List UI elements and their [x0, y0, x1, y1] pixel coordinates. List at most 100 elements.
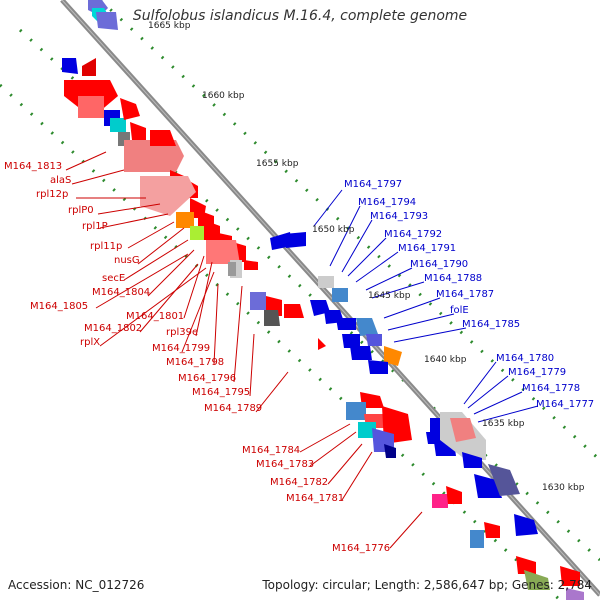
gene-feature[interactable]: [446, 486, 462, 504]
gene-feature[interactable]: [78, 96, 104, 118]
gene-feature[interactable]: [342, 334, 360, 348]
gene-feature[interactable]: [318, 276, 334, 288]
forward-gene-label[interactable]: rplX: [80, 337, 101, 348]
reverse-gene-label[interactable]: M164_1787: [436, 289, 495, 300]
scale-label: 1630 kbp: [542, 483, 585, 493]
forward-gene-label[interactable]: M164_1776: [332, 543, 391, 554]
forward-gene-label[interactable]: rplP0: [68, 205, 94, 216]
forward-gene-label[interactable]: M164_1804: [92, 287, 151, 298]
gene-feature[interactable]: [516, 556, 536, 574]
gene-feature[interactable]: [484, 522, 500, 538]
reverse-gene-label[interactable]: M164_1797: [344, 179, 403, 190]
reverse-gene-label[interactable]: M164_1791: [398, 243, 457, 254]
gene-feature[interactable]: [206, 240, 240, 264]
gene-feature[interactable]: [284, 232, 306, 248]
page-title: Sulfolobus islandicus M.16.4, complete g…: [132, 8, 468, 24]
gene-feature[interactable]: [140, 176, 196, 216]
forward-gene-label[interactable]: M164_1795: [192, 387, 251, 398]
reverse-gene-label[interactable]: M164_1794: [358, 197, 417, 208]
reverse-gene-label[interactable]: M164_1778: [522, 383, 581, 394]
gene-feature[interactable]: [62, 58, 78, 74]
gene-feature[interactable]: [120, 98, 140, 120]
forward-label-leaders: [65, 151, 423, 549]
reverse-gene-label[interactable]: M164_1779: [508, 367, 567, 378]
scale-label: 1650 kbp: [312, 225, 355, 235]
gene-feature[interactable]: [366, 334, 382, 346]
forward-gene-label[interactable]: M164_1783: [256, 459, 315, 470]
gene-feature[interactable]: [356, 318, 378, 336]
forward-gene-label[interactable]: M164_1805: [30, 301, 89, 312]
accession-text: Accession: NC_012726: [8, 578, 145, 592]
gene-feature[interactable]: [332, 288, 348, 302]
reverse-gene-label[interactable]: M164_1777: [536, 399, 595, 410]
gene-feature[interactable]: [450, 418, 476, 442]
forward-gene-label[interactable]: M164_1782: [270, 477, 329, 488]
forward-gene-label[interactable]: M164_1802: [84, 323, 143, 334]
inner-scale-dotted-line-right: [98, 0, 600, 462]
forward-gene-label[interactable]: rpl11p: [90, 241, 123, 252]
reverse-gene-label[interactable]: M164_1780: [496, 353, 555, 364]
forward-gene-label[interactable]: secE: [102, 273, 126, 284]
gene-feature[interactable]: [150, 130, 176, 146]
gene-feature[interactable]: [514, 514, 538, 536]
gene-feature[interactable]: [432, 494, 448, 508]
scale-label: 1635 kbp: [482, 419, 525, 429]
scale-label: 1665 kbp: [148, 21, 191, 31]
gene-feature[interactable]: [336, 318, 356, 330]
scale-label: 1660 kbp: [202, 91, 245, 101]
gene-feature[interactable]: [462, 452, 482, 468]
forward-gene-label[interactable]: M164_1796: [178, 373, 237, 384]
reverse-gene-label[interactable]: M164_1792: [384, 229, 443, 240]
forward-gene-label[interactable]: M164_1784: [242, 445, 301, 456]
forward-gene-label[interactable]: M164_1799: [152, 343, 211, 354]
gene-feature[interactable]: [488, 464, 520, 496]
gene-feature[interactable]: [318, 338, 326, 350]
reverse-gene-label[interactable]: M164_1788: [424, 273, 483, 284]
genome-backbone-highlight: [61, 0, 600, 596]
forward-gene-label[interactable]: M164_1798: [166, 357, 225, 368]
reverse-gene-label[interactable]: M164_1793: [370, 211, 429, 222]
reverse-gene-label[interactable]: M164_1790: [410, 259, 469, 270]
scale-label: 1645 kbp: [368, 291, 411, 301]
gene-feature[interactable]: [384, 444, 396, 458]
forward-gene-label[interactable]: M164_1789: [204, 403, 263, 414]
gene-feature[interactable]: [250, 292, 266, 310]
gene-feature[interactable]: [470, 530, 484, 548]
gene-feature[interactable]: [190, 226, 206, 240]
forward-gene-label[interactable]: M164_1813: [4, 161, 63, 172]
forward-gene-label[interactable]: M164_1801: [126, 311, 185, 322]
gene-feature[interactable]: [566, 588, 584, 600]
gene-feature[interactable]: [346, 402, 366, 420]
outer-scale-dotted-line: [18, 28, 600, 562]
gene-feature[interactable]: [130, 122, 146, 140]
gene-feature[interactable]: [110, 118, 126, 132]
gene-feature[interactable]: [358, 422, 376, 438]
forward-gene-label[interactable]: nusG: [114, 255, 140, 266]
gene-feature[interactable]: [264, 310, 280, 326]
inner-scale-dotted-line-left: [0, 83, 562, 600]
gene-feature[interactable]: [228, 262, 236, 276]
forward-gene-label[interactable]: rpl1P: [82, 221, 108, 232]
scale-label: 1640 kbp: [424, 355, 467, 365]
gene-feature[interactable]: [350, 346, 372, 360]
gene-feature[interactable]: [244, 260, 258, 270]
forward-gene-label[interactable]: rpl39e: [166, 327, 199, 338]
reverse-label-leaders: [313, 189, 539, 423]
gene-feature[interactable]: [560, 566, 580, 586]
forward-gene-label[interactable]: M164_1781: [286, 493, 345, 504]
gene-feature[interactable]: [96, 12, 118, 30]
forward-gene-label[interactable]: alaS: [50, 175, 72, 186]
gene-feature[interactable]: [368, 360, 388, 374]
gene-feature[interactable]: [524, 570, 550, 590]
gene-feature[interactable]: [124, 140, 184, 172]
forward-gene-label[interactable]: rpl12p: [36, 189, 69, 200]
scale-label: 1655 kbp: [256, 159, 299, 169]
gene-feature[interactable]: [284, 304, 304, 318]
gene-feature[interactable]: [82, 58, 96, 76]
gene-feature[interactable]: [384, 346, 402, 366]
reverse-gene-label[interactable]: M164_1785: [462, 319, 521, 330]
gene-feature[interactable]: [176, 212, 194, 228]
reverse-gene-label[interactable]: folE: [450, 305, 469, 316]
